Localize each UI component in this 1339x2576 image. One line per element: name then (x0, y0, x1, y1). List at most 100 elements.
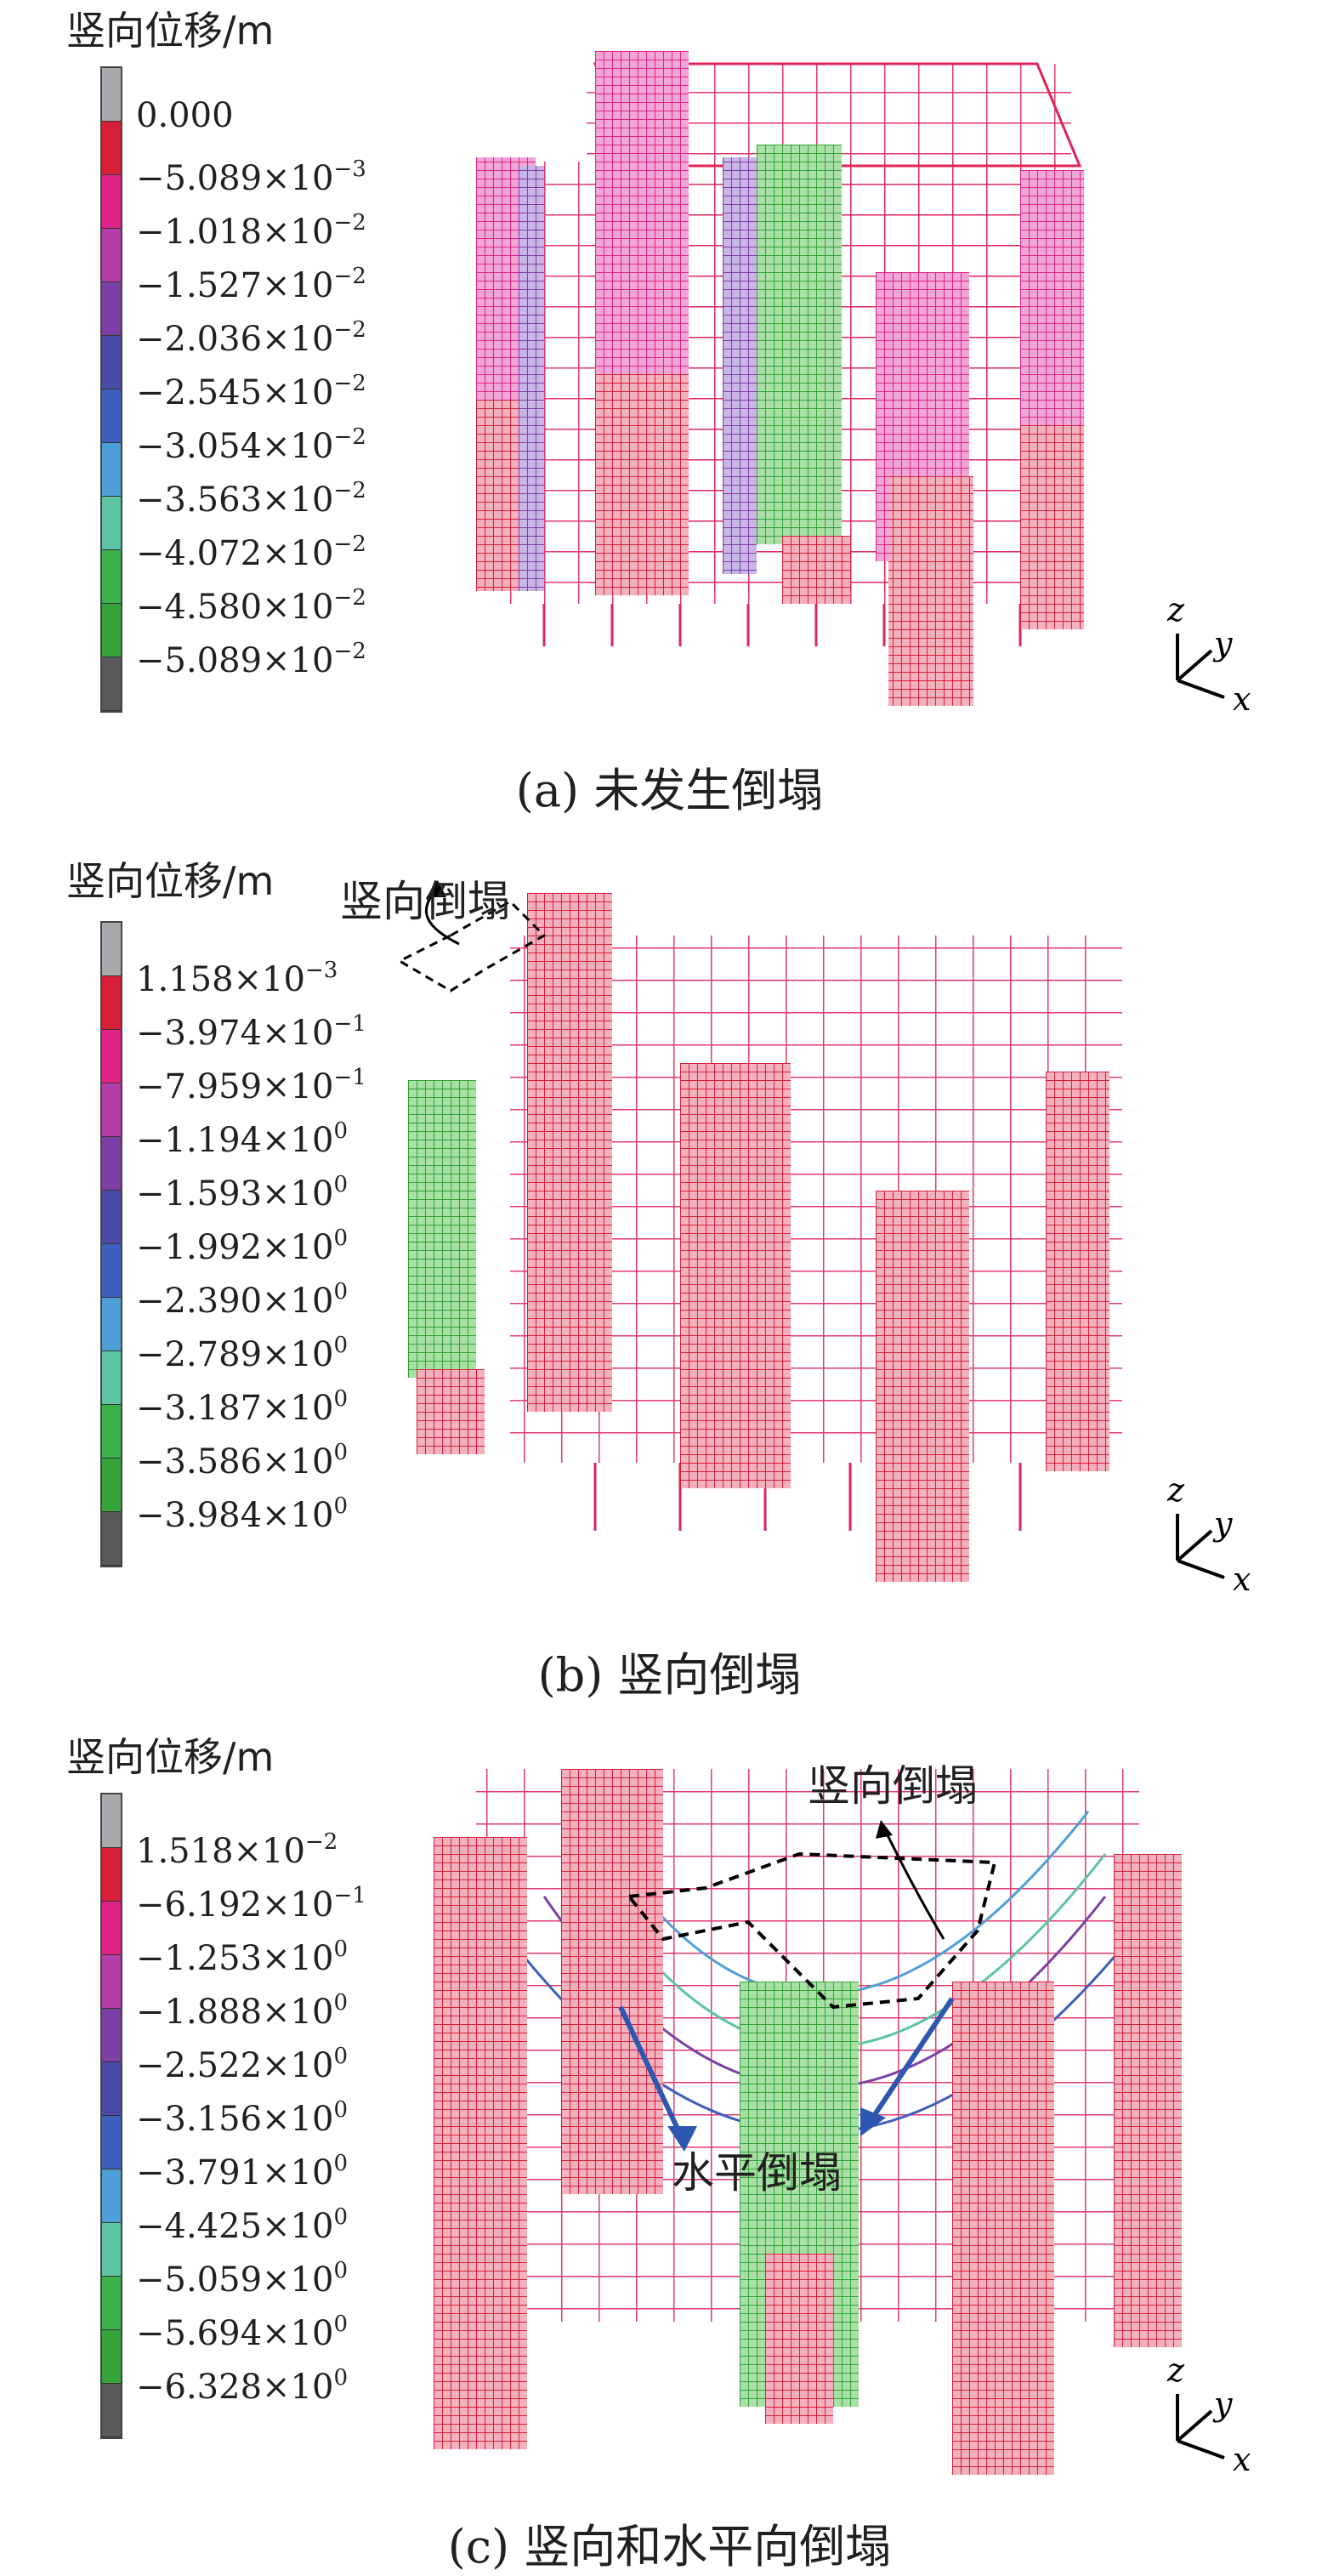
color-bar (100, 1793, 122, 2439)
color-swatch (102, 1137, 121, 1191)
legend-ticks: 1.158×10−3 −3.974×10−1 −7.959×10−1 −1.194×1… (136, 944, 366, 1535)
legend-tick-label: −1.992×100 (136, 1225, 348, 1267)
color-swatch (102, 2223, 121, 2277)
legend-tick-label: −1.018×10−2 (136, 210, 366, 252)
caption-c: (c) 竖向和水平向倒塌 (447, 2520, 892, 2573)
color-swatch (102, 390, 121, 443)
structure-model-c: z y x (434, 1769, 1251, 2478)
color-bar (100, 921, 122, 1567)
color-swatch (102, 1351, 121, 1405)
legend-tick-label: −3.791×100 (136, 2151, 348, 2192)
legend-tick-label: 1.158×10−3 (136, 958, 338, 999)
annotation-vertical-collapse: 竖向倒塌 (340, 877, 510, 926)
color-swatch (102, 2384, 121, 2437)
color-swatch (102, 2330, 121, 2384)
color-swatch (102, 1848, 121, 1902)
x-axis-label: x (1233, 680, 1251, 718)
y-axis-label: y (1212, 1505, 1233, 1543)
panel-a: 竖向位移/m 0.000 −5.089×10−3 −1.018×10−2 −1.527… (0, 0, 1339, 842)
annotation-vertical-collapse: 竖向倒塌 (808, 1761, 978, 1811)
color-swatch (102, 1955, 121, 2009)
color-swatch (102, 1512, 121, 1566)
color-swatch (102, 604, 121, 657)
legend-tick-label: −6.192×10−1 (136, 1883, 366, 1925)
legend-tick-label: −2.545×10−2 (136, 371, 366, 412)
structure-model-b: z y x (396, 880, 1251, 1598)
color-swatch (102, 1902, 121, 1955)
color-swatch (102, 1459, 121, 1512)
legend-tick-label: 0.000 (136, 96, 234, 135)
legend-ticks: 0.000 −5.089×10−3 −1.018×10−2 −1.527×10−2 −2… (136, 89, 366, 680)
caption-a: (a) 未发生倒塌 (515, 764, 824, 817)
legend-tick-label: −3.974×10−1 (136, 1011, 366, 1053)
z-axis-label: z (1166, 591, 1185, 628)
z-axis-label: z (1166, 1471, 1185, 1509)
legend-tick-label: −7.959×10−1 (136, 1065, 366, 1106)
axis-triad (1176, 2394, 1225, 2459)
legend-tick-label: −3.984×100 (136, 1493, 348, 1535)
color-swatch (102, 2062, 121, 2116)
color-swatch (102, 657, 121, 711)
legend-tick-label: −5.694×100 (136, 2312, 348, 2353)
color-swatch (102, 1794, 121, 1848)
legend-tick-label: −3.054×10−2 (136, 424, 366, 466)
color-swatch (102, 443, 121, 497)
color-swatch (102, 1405, 121, 1459)
legend-tick-label: −1.593×100 (136, 1172, 348, 1214)
panel-c: 竖向位移/m 1.518×10−2 −6.192×10−1 −1.253×100 −1… (0, 1726, 1339, 2575)
color-swatch (102, 229, 121, 282)
legend-tick-label: −4.580×10−2 (136, 585, 366, 627)
y-axis-label: y (1212, 625, 1233, 662)
color-swatch (102, 550, 121, 604)
color-swatch (102, 1191, 121, 1244)
color-swatch (102, 2116, 121, 2169)
legend-tick-label: −5.089×10−2 (136, 639, 366, 680)
color-swatch (102, 2277, 121, 2330)
color-swatch (102, 68, 121, 122)
legend-title: 竖向位移/m (66, 1734, 275, 1780)
structure-model-a: z y x (476, 51, 1251, 718)
annotation-horizontal-collapse: 水平倒塌 (672, 2148, 842, 2198)
legend-title: 竖向位移/m (66, 858, 275, 904)
legend-tick-label: −5.059×100 (136, 2258, 348, 2300)
color-swatch (102, 122, 121, 175)
color-swatch (102, 923, 121, 976)
legend-tick-label: −3.187×100 (136, 1386, 348, 1428)
color-swatch (102, 1030, 121, 1083)
legend-tick-label: −4.072×10−2 (136, 532, 366, 573)
legend-tick-label: 1.518×10−2 (136, 1829, 338, 1871)
x-axis-label: x (1233, 2441, 1251, 2478)
color-swatch (102, 2169, 121, 2223)
legend-tick-label: −1.888×100 (136, 1990, 348, 2032)
color-swatch (102, 976, 121, 1030)
color-bar (100, 66, 122, 713)
legend-tick-label: −4.425×100 (136, 2204, 348, 2246)
legend-tick-label: −3.156×100 (136, 2097, 348, 2139)
y-axis-label: y (1212, 2386, 1233, 2423)
legend-tick-label: −2.036×10−2 (136, 317, 366, 359)
legend-tick-label: −6.328×100 (136, 2365, 348, 2407)
color-swatch (102, 1244, 121, 1298)
legend-title: 竖向位移/m (66, 8, 275, 54)
x-axis-label: x (1233, 1561, 1251, 1598)
legend-tick-label: −1.194×100 (136, 1118, 348, 1160)
legend-tick-label: −5.089×10−3 (136, 156, 366, 198)
color-swatch (102, 2009, 121, 2062)
caption-b: (b) 竖向倒塌 (537, 1648, 802, 1702)
panel-b: 竖向位移/m 1.158×10−3 −3.974×10−1 −7.959×10−1 −… (0, 850, 1339, 1718)
color-swatch (102, 1298, 121, 1351)
legend-tick-label: −2.789×100 (136, 1333, 348, 1374)
axis-triad (1176, 1514, 1225, 1579)
legend-tick-label: −3.563×10−2 (136, 478, 366, 520)
legend-ticks: 1.518×10−2 −6.192×10−1 −1.253×100 −1.888×10… (136, 1816, 366, 2407)
color-swatch (102, 497, 121, 550)
color-swatch (102, 282, 121, 336)
legend-tick-label: −2.390×100 (136, 1279, 348, 1321)
axis-triad (1176, 634, 1225, 699)
legend-tick-label: −1.253×100 (136, 1936, 348, 1978)
legend-tick-label: −1.527×10−2 (136, 264, 366, 305)
color-swatch (102, 1083, 121, 1137)
legend-tick-label: −3.586×100 (136, 1440, 348, 1481)
color-swatch (102, 336, 121, 390)
z-axis-label: z (1166, 2351, 1185, 2389)
